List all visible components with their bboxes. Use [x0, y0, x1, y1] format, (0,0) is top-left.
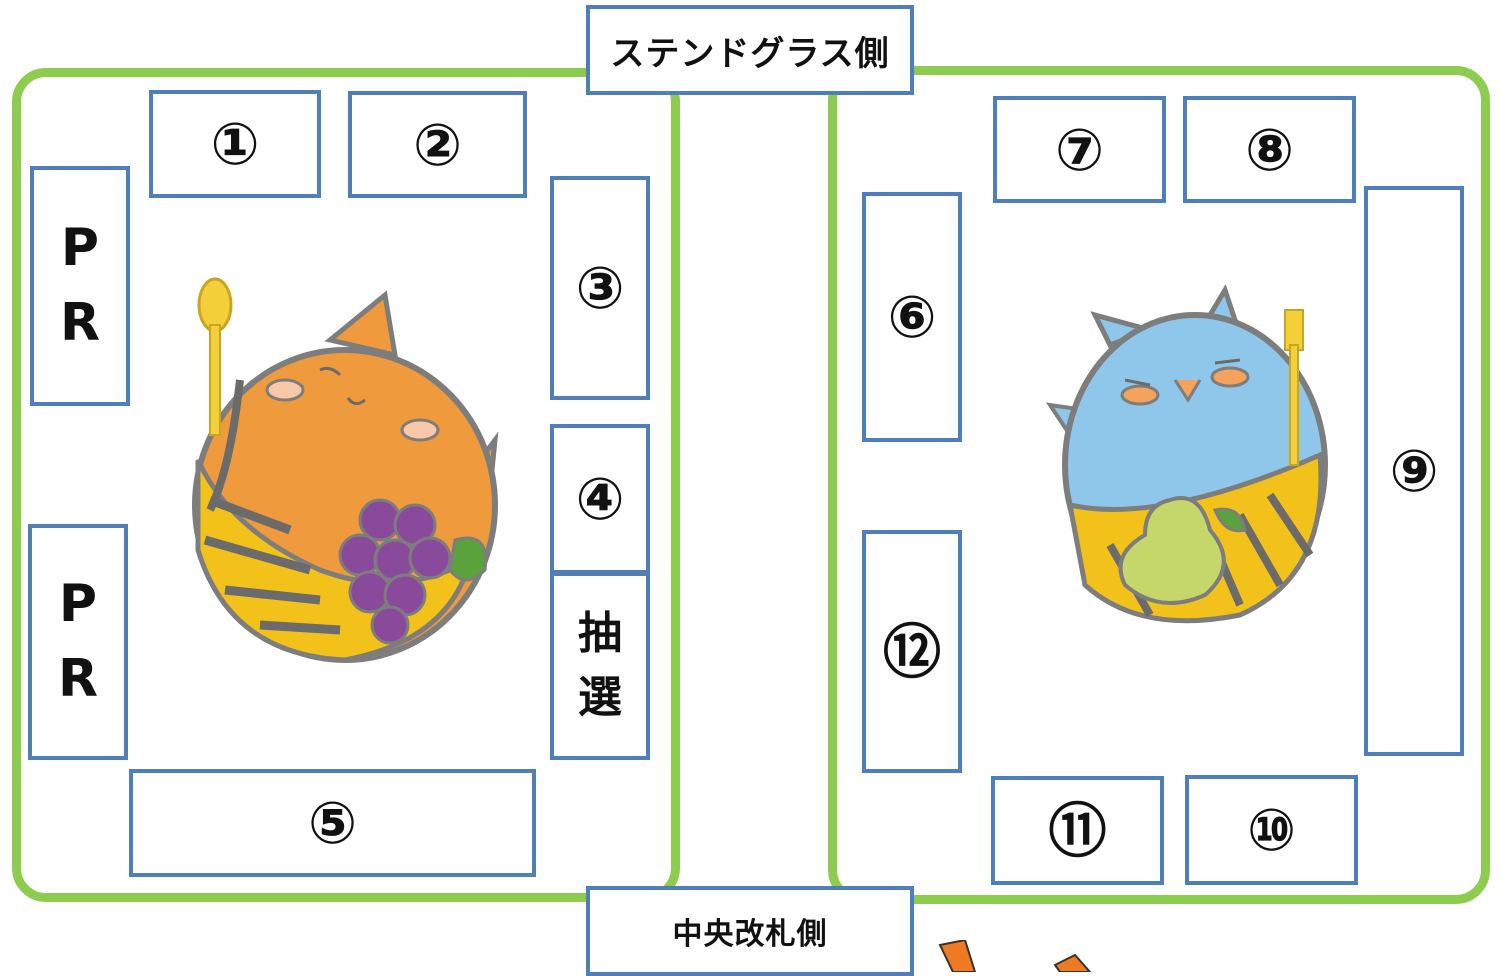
- stained-glass-side-text: ステンドグラス側: [610, 33, 890, 74]
- booth-11-number: ⑪: [1048, 796, 1107, 865]
- pr-top-letter-r: R: [59, 293, 101, 353]
- booth-7-number: ⑦: [1054, 115, 1105, 184]
- booth-1-number: ①: [210, 110, 260, 178]
- lottery-char-2: 選: [578, 672, 622, 723]
- booth-8[interactable]: ⑧: [1183, 96, 1356, 203]
- booth-5[interactable]: ⑤: [129, 769, 536, 877]
- booth-2[interactable]: ②: [348, 91, 527, 198]
- booth-3[interactable]: ③: [550, 176, 650, 400]
- booth-5-number: ⑤: [307, 789, 358, 857]
- pr-booth-top[interactable]: P R: [30, 166, 130, 406]
- pr-booth-bottom[interactable]: P R: [28, 524, 128, 760]
- booth-9-number: ⑨: [1389, 437, 1439, 505]
- pr-top-letter-p: P: [60, 217, 100, 278]
- pr-bottom-letter-r: R: [57, 649, 99, 709]
- booth-11[interactable]: ⑪: [991, 776, 1164, 885]
- booth-2-number: ②: [412, 110, 463, 179]
- blue-mascot-icon: [1045, 285, 1328, 624]
- left-zone: [12, 68, 680, 902]
- central-gate-side-label: 中央改札側: [586, 886, 914, 976]
- booth-4[interactable]: ④: [550, 424, 650, 574]
- booth-6[interactable]: ⑥: [862, 192, 962, 442]
- booth-1[interactable]: ①: [149, 90, 321, 198]
- booth-10[interactable]: ⑩: [1185, 775, 1358, 885]
- booth-4-number: ④: [575, 465, 625, 533]
- central-gate-side-text: 中央改札側: [672, 917, 828, 952]
- booth-3-number: ③: [575, 254, 625, 322]
- pr-bottom-letter-p: P: [58, 573, 98, 634]
- booth-6-number: ⑥: [887, 283, 937, 351]
- booth-12-number: ⑫: [882, 617, 941, 686]
- lottery-booth[interactable]: 抽 選: [550, 572, 650, 760]
- stained-glass-side-label: ステンドグラス側: [586, 5, 914, 95]
- right-zone: [828, 66, 1490, 904]
- booth-12[interactable]: ⑫: [862, 530, 962, 773]
- booth-8-number: ⑧: [1244, 115, 1295, 184]
- booth-9[interactable]: ⑨: [1364, 186, 1464, 756]
- orange-mascot-icon: [192, 277, 499, 663]
- lottery-char-1: 抽: [578, 608, 622, 660]
- booth-10-number: ⑩: [1246, 796, 1297, 864]
- orange-arrow-icon: [938, 940, 1092, 972]
- booth-7[interactable]: ⑦: [993, 96, 1166, 203]
